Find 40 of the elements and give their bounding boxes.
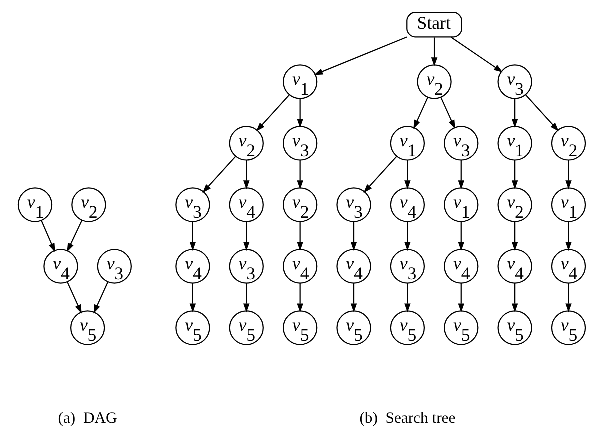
arrow — [512, 98, 518, 128]
arrow — [566, 222, 572, 252]
arrow — [458, 222, 465, 252]
arrow — [404, 160, 411, 190]
arrow — [244, 160, 250, 190]
arrow — [440, 97, 456, 130]
arrow — [566, 284, 572, 313]
arrow — [404, 222, 411, 252]
arrow — [512, 284, 518, 313]
arrow — [244, 284, 250, 313]
arrow — [350, 284, 358, 313]
arrow — [297, 98, 304, 128]
arrow — [190, 222, 196, 252]
arrow — [566, 160, 572, 190]
arrow — [414, 97, 429, 130]
arrow — [512, 160, 518, 190]
node-box: Start — [406, 12, 462, 38]
arrow — [41, 220, 56, 252]
arrow — [458, 160, 465, 190]
arrow — [94, 282, 109, 314]
arrow — [512, 222, 518, 252]
arrow — [297, 284, 304, 313]
arrow — [297, 222, 304, 252]
arrow — [526, 94, 560, 132]
arrow — [431, 38, 438, 67]
arrow — [364, 156, 398, 194]
label: (b) Search tree — [360, 410, 456, 427]
arrow — [67, 220, 83, 252]
arrow — [256, 94, 290, 132]
arrow — [202, 156, 236, 194]
arrow — [297, 160, 304, 190]
arrow — [190, 284, 196, 313]
arrow — [404, 284, 411, 313]
arrow — [458, 284, 465, 313]
arrow — [244, 222, 250, 252]
label: (a) DAG — [58, 410, 118, 427]
arrow — [350, 222, 358, 252]
arrow — [314, 36, 408, 76]
arrow — [66, 282, 82, 314]
arrow — [450, 36, 503, 73]
